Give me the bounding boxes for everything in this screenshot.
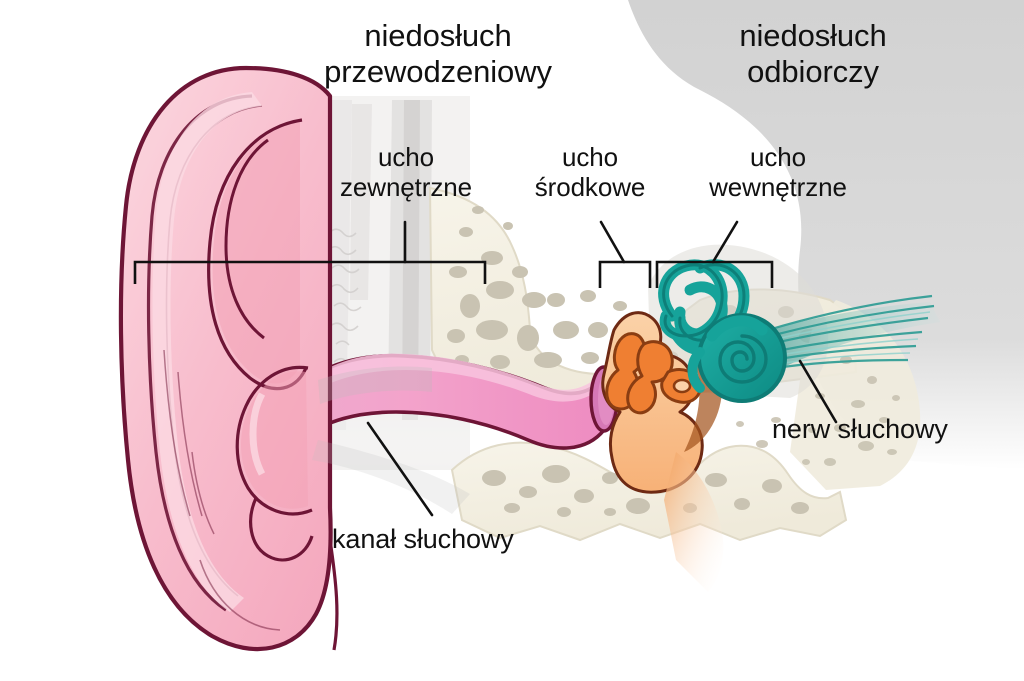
leader-lines	[366, 220, 838, 517]
inner-ear-leader	[711, 220, 739, 264]
ear-canal-leader	[366, 421, 434, 517]
label-outer-ear-line2: zewnętrzne	[340, 172, 472, 203]
sensorineural-shaded-region	[628, 0, 1024, 470]
label-inner-ear-line2: wewnętrzne	[709, 172, 847, 203]
cochlea-spiral	[718, 334, 768, 384]
label-middle-ear-line2: środkowe	[534, 172, 646, 203]
incus-bone	[626, 340, 674, 415]
auditory-nerve	[767, 294, 940, 370]
tympanic-cavity	[601, 311, 724, 592]
heading-sensorineural-line1: niedosłuch	[739, 18, 887, 53]
label-outer-ear-line1: ucho	[378, 142, 434, 172]
pinna-auricle	[118, 65, 339, 652]
canal-shadow	[312, 440, 470, 514]
label-auditory-nerve: nerw słuchowy	[772, 414, 948, 444]
middle-ear-leader	[599, 220, 626, 264]
heading-sensorineural-line2: odbiorczy	[747, 53, 879, 89]
heading-conductive-line2: przewodzeniowy	[324, 53, 552, 89]
label-ear-canal: kanał słuchowy	[332, 524, 514, 554]
label-middle-ear-line1: ucho	[562, 142, 618, 172]
label-inner-ear-line1: ucho	[750, 142, 806, 172]
outer-ear-bracket	[133, 260, 487, 284]
inner-ear-labyrinth	[658, 259, 787, 403]
auditory-nerve-leader	[798, 359, 838, 424]
heading-conductive-line1: niedosłuch	[364, 18, 512, 53]
pinna-shadow	[318, 366, 432, 404]
